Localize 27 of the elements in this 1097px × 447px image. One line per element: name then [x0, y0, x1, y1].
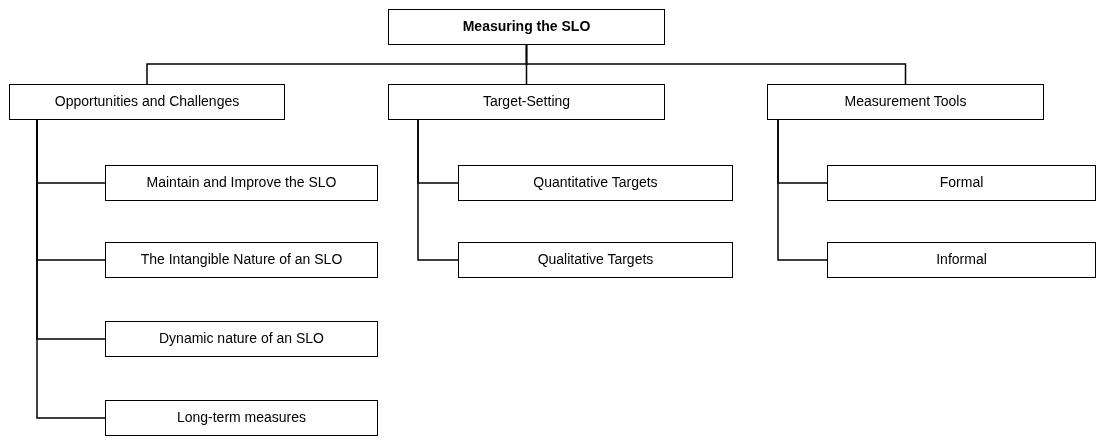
hierarchy-box	[827, 242, 1096, 278]
hierarchy-box	[105, 400, 378, 436]
box-label: Quantitative Targets	[533, 174, 658, 192]
box-label: Target-Setting	[482, 93, 571, 111]
box-label: Formal	[939, 174, 984, 192]
hierarchy-box	[827, 165, 1096, 201]
hierarchy-box	[105, 321, 378, 357]
hierarchy-box	[105, 165, 378, 201]
hierarchy-box	[105, 242, 378, 278]
box-label: Opportunities and Challenges	[54, 93, 240, 111]
box-label: The Intangible Nature of an SLO	[140, 251, 343, 269]
hierarchy-box	[388, 84, 665, 120]
box-label: Maintain and Improve the SLO	[146, 174, 337, 192]
hierarchy-box	[767, 84, 1044, 120]
hierarchy-box	[388, 9, 665, 45]
box-label: Long-term measures	[176, 409, 307, 427]
hierarchy-box	[458, 165, 733, 201]
connector-line	[525, 44, 907, 85]
hierarchy-box	[9, 84, 285, 120]
box-label: Qualitative Targets	[537, 251, 654, 269]
connector-line	[417, 119, 459, 261]
box-label: Dynamic nature of an SLO	[159, 330, 324, 348]
box-label: Measurement Tools	[844, 93, 967, 111]
connector-line	[777, 119, 828, 261]
box-label: Measuring the SLO	[462, 18, 591, 36]
hierarchy-box	[458, 242, 733, 278]
box-label: Informal	[936, 251, 987, 269]
